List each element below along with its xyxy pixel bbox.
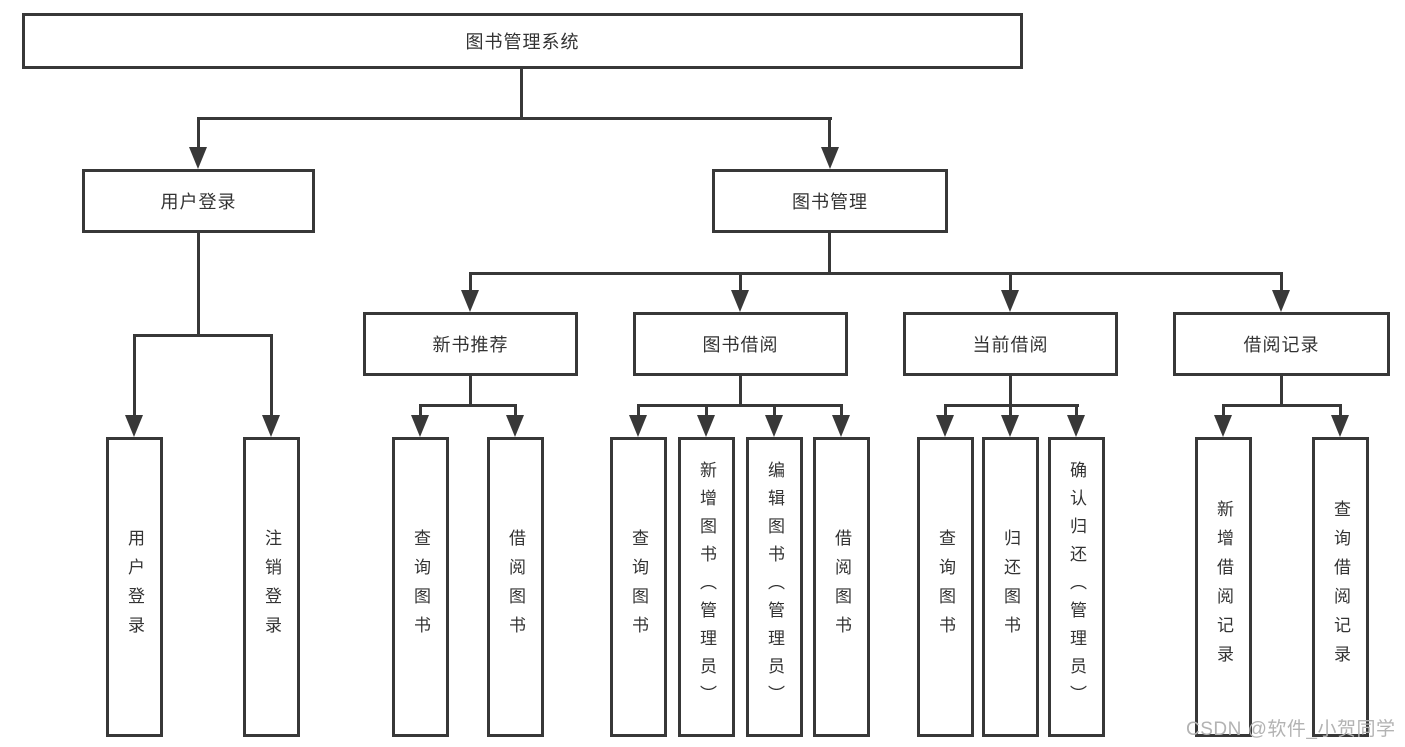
- edge-stem: [773, 404, 776, 417]
- edge-current-borrow-stem: [1009, 272, 1012, 292]
- leaf-edit-books-admin: 编辑图书（管理员）: [746, 437, 803, 737]
- edge-new-books-stem: [469, 272, 472, 292]
- edge-user-login-stem: [197, 117, 200, 151]
- edge-stem: [637, 404, 640, 417]
- arrowhead-book-borrow: [731, 290, 749, 312]
- edge-stem: [514, 404, 517, 417]
- arrowhead-leaf-login: [125, 415, 143, 437]
- edge-level3-bus: [469, 272, 1283, 275]
- edge-leaf-login-stem: [133, 334, 136, 417]
- node-library-management-system: 图书管理系统: [22, 13, 1023, 69]
- edge-stem: [1339, 404, 1342, 417]
- edge-stem: [1075, 404, 1078, 417]
- node-borrow-records: 借阅记录: [1173, 312, 1390, 376]
- arrowhead: [411, 415, 429, 437]
- arrowhead: [765, 415, 783, 437]
- edge-leaf-logout-stem: [270, 334, 273, 417]
- leaf-query-books: 查询图书: [917, 437, 974, 737]
- leaf-return-books: 归还图书: [982, 437, 1039, 737]
- node-user-login: 用户登录: [82, 169, 315, 233]
- edge-book-borrow-stem: [739, 272, 742, 292]
- arrowhead: [1001, 415, 1019, 437]
- node-new-book-recommend: 新书推荐: [363, 312, 578, 376]
- edge-book-management-stem: [828, 117, 831, 151]
- edge-book-borrow-down: [739, 376, 742, 407]
- edge-book-borrow-bus: [637, 404, 843, 407]
- arrowhead: [629, 415, 647, 437]
- arrowhead: [697, 415, 715, 437]
- node-book-borrow: 图书借阅: [633, 312, 848, 376]
- leaf-logout: 注销登录: [243, 437, 300, 737]
- leaf-add-borrow-record: 新增借阅记录: [1195, 437, 1252, 737]
- edge-root-stem: [520, 69, 523, 118]
- arrowhead: [1331, 415, 1349, 437]
- leaf-user-login: 用户登录: [106, 437, 163, 737]
- node-book-management: 图书管理: [712, 169, 948, 233]
- leaf-query-books: 查询图书: [610, 437, 667, 737]
- edge-borrow-records-down: [1280, 376, 1283, 407]
- arrowhead-current-borrow: [1001, 290, 1019, 312]
- edge-book-management-down: [828, 233, 831, 275]
- leaf-borrow-books: 借阅图书: [813, 437, 870, 737]
- arrowhead: [936, 415, 954, 437]
- edge-level2-bus: [197, 117, 832, 120]
- arrowhead-book-management: [821, 147, 839, 169]
- edge-borrow-records-bus: [1222, 404, 1342, 407]
- edge-stem: [419, 404, 422, 417]
- edge-stem: [840, 404, 843, 417]
- leaf-query-borrow-record: 查询借阅记录: [1312, 437, 1369, 737]
- leaf-borrow-books: 借阅图书: [487, 437, 544, 737]
- leaf-confirm-return-admin: 确认归还（管理员）: [1048, 437, 1105, 737]
- edge-user-login-down: [197, 233, 200, 337]
- arrowhead-user-login: [189, 147, 207, 169]
- arrowhead: [506, 415, 524, 437]
- edge-new-books-down: [469, 376, 472, 407]
- edge-new-books-bus: [419, 404, 517, 407]
- csdn-watermark: CSDN @软件_小贺同学: [1186, 719, 1396, 740]
- arrowhead-new-books: [461, 290, 479, 312]
- edge-stem: [944, 404, 947, 417]
- node-current-borrow: 当前借阅: [903, 312, 1118, 376]
- edge-current-borrow-down: [1009, 376, 1012, 407]
- edge-user-login-bus: [133, 334, 273, 337]
- arrowhead-borrow-records: [1272, 290, 1290, 312]
- leaf-add-books-admin: 新增图书（管理员）: [678, 437, 735, 737]
- arrowhead: [1214, 415, 1232, 437]
- arrowhead: [1067, 415, 1085, 437]
- leaf-query-books: 查询图书: [392, 437, 449, 737]
- edge-stem: [1009, 404, 1012, 417]
- edge-stem: [705, 404, 708, 417]
- arrowhead: [832, 415, 850, 437]
- arrowhead-leaf-logout: [262, 415, 280, 437]
- edge-stem: [1222, 404, 1225, 417]
- edge-borrow-records-stem: [1280, 272, 1283, 292]
